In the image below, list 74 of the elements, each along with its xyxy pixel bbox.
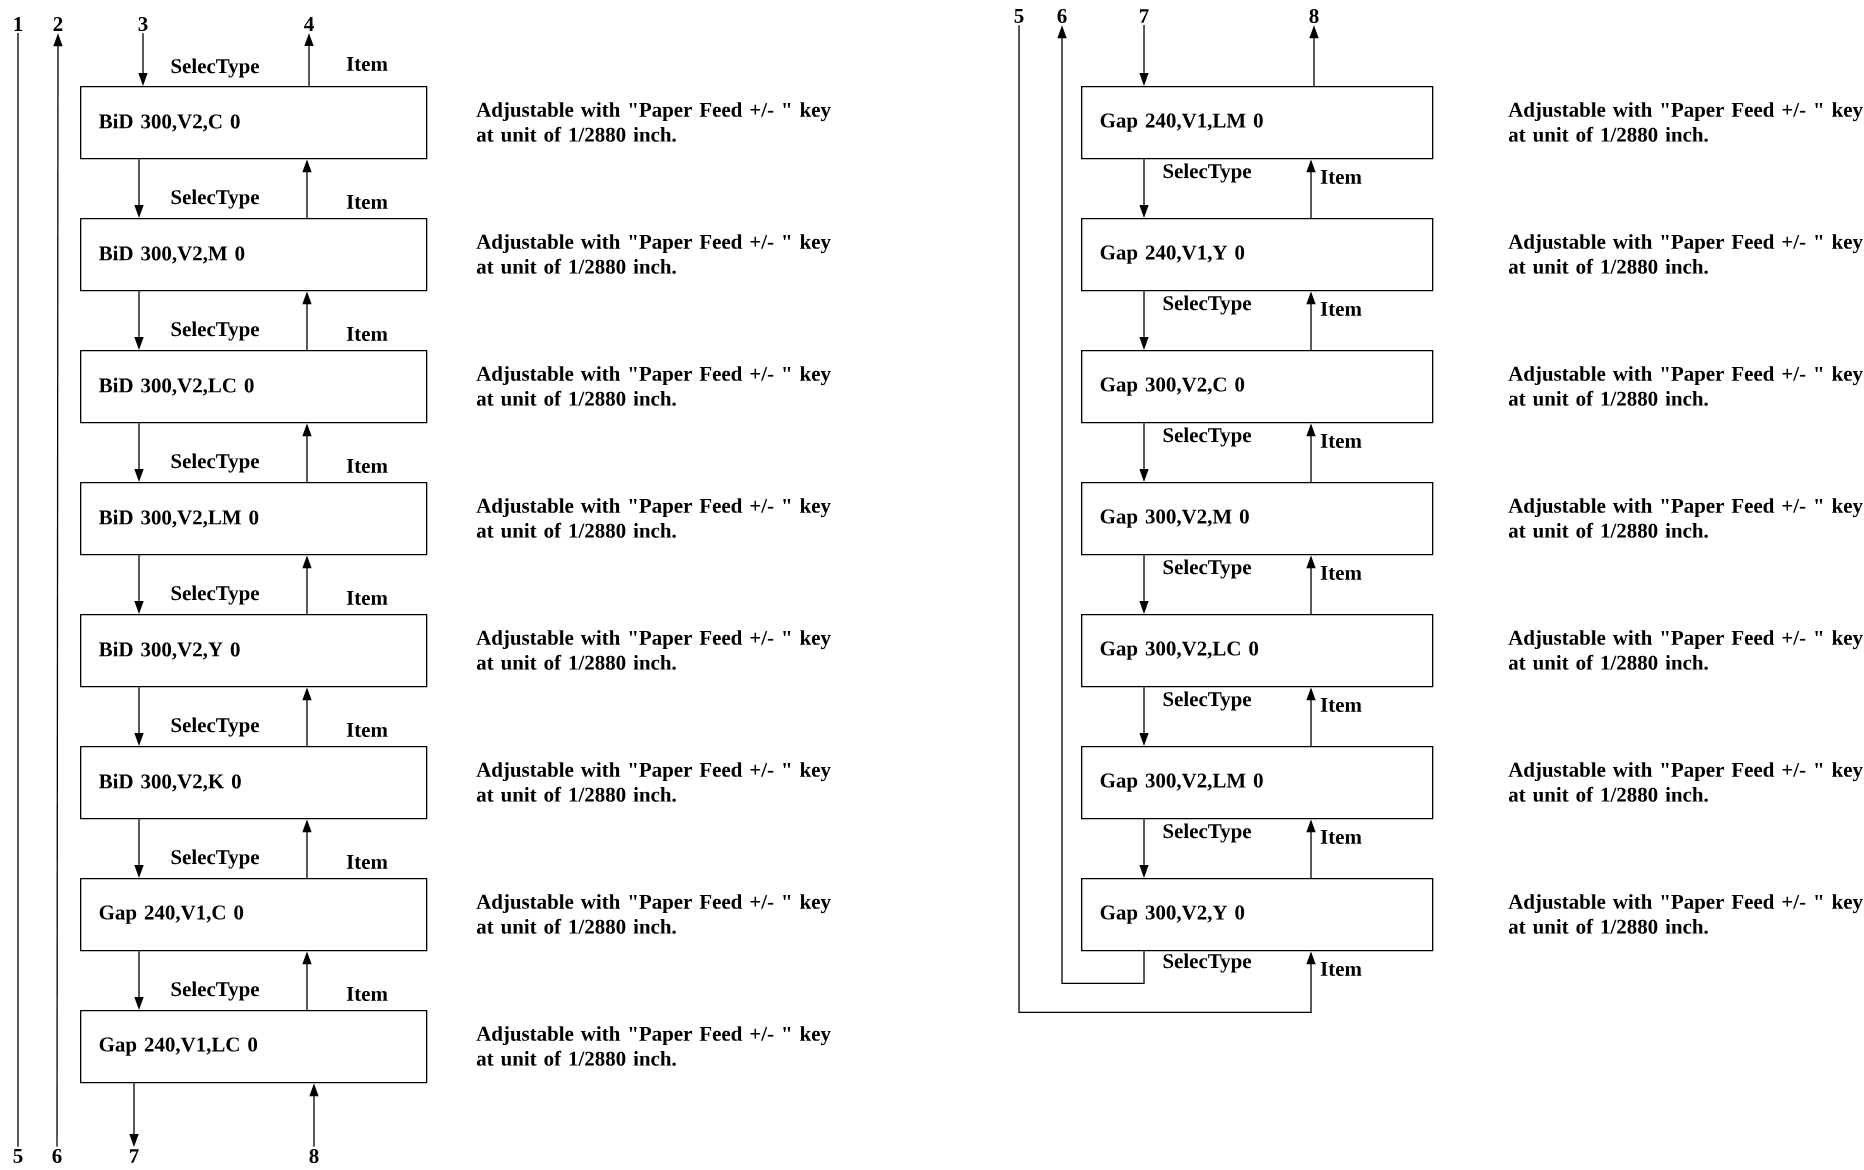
- connector-number: 6: [52, 1149, 62, 1164]
- connector-number: 7: [129, 1149, 139, 1163]
- setting-box: Gap 240,V1,LM 0: [1081, 86, 1434, 160]
- edge-label: Item: [345, 458, 389, 474]
- connector-number: 5: [1014, 9, 1024, 23]
- edge-label: SelecType: [1161, 690, 1253, 712]
- edge-label: Item: [1319, 565, 1363, 581]
- edge-label: SelecType: [169, 980, 261, 1002]
- edge-label: Item: [1319, 697, 1363, 713]
- setting-box: Gap 240,V1,C 0: [80, 878, 428, 952]
- setting-box: Gap 240,V1,LC 0: [80, 1010, 428, 1084]
- edge-label: SelecType: [1161, 952, 1253, 974]
- edge-label: Item: [1319, 169, 1363, 185]
- connector-number: 6: [1057, 8, 1067, 24]
- connector-number: 2: [53, 17, 63, 31]
- edge-label: SelecType: [169, 188, 261, 210]
- note-text: Adjustable with "Paper Feed +/- " key at unit of 1/2880 inch.: [1508, 366, 1863, 406]
- edge-label: Item: [345, 854, 389, 870]
- note-text: Adjustable with "Paper Feed +/- " key at unit of 1/2880 inch.: [1508, 762, 1863, 802]
- edge-label: Item: [1319, 829, 1363, 845]
- edge-label: SelecType: [169, 320, 261, 342]
- edge-label: SelecType: [1161, 822, 1253, 844]
- setting-box: BiD 300,V2,LM 0: [80, 482, 428, 556]
- edge-label: SelecType: [169, 57, 261, 79]
- edge-label: Item: [345, 56, 389, 72]
- setting-box: Gap 300,V2,LM 0: [1081, 746, 1434, 820]
- setting-box: BiD 300,V2,C 0: [80, 86, 428, 160]
- edge-label: SelecType: [169, 452, 261, 474]
- edge-label: SelecType: [1161, 294, 1253, 316]
- connector-number: 1: [14, 17, 23, 31]
- line: [17, 32, 19, 1148]
- edge-label: SelecType: [169, 848, 261, 870]
- edge-label: Item: [1319, 433, 1363, 449]
- setting-box: Gap 300,V2,M 0: [1081, 482, 1434, 556]
- note-text: Adjustable with "Paper Feed +/- " key at unit of 1/2880 inch.: [1508, 498, 1863, 538]
- setting-box: Gap 300,V2,C 0: [1081, 350, 1434, 424]
- note-text: Adjustable with "Paper Feed +/- " key at unit of 1/2880 inch.: [476, 630, 831, 670]
- note-text: Adjustable with "Paper Feed +/- " key at unit of 1/2880 inch.: [476, 762, 831, 802]
- edge-label: SelecType: [1161, 162, 1253, 184]
- connector-number: 8: [1309, 8, 1319, 24]
- note-text: Adjustable with "Paper Feed +/- " key at unit of 1/2880 inch.: [476, 366, 831, 406]
- setting-box: BiD 300,V2,LC 0: [80, 350, 428, 424]
- edge-label: Item: [345, 986, 389, 1002]
- note-text: Adjustable with "Paper Feed +/- " key at unit of 1/2880 inch.: [1508, 234, 1863, 274]
- edge-label: Item: [345, 326, 389, 342]
- note-text: Adjustable with "Paper Feed +/- " key at unit of 1/2880 inch.: [1508, 630, 1863, 670]
- edge-label: Item: [345, 590, 389, 606]
- edge-label: Item: [1319, 301, 1363, 317]
- edge-label: Item: [345, 194, 389, 210]
- note-text: Adjustable with "Paper Feed +/- " key at unit of 1/2880 inch.: [1508, 102, 1863, 142]
- connector-number: 4: [304, 17, 314, 31]
- note-text: Adjustable with "Paper Feed +/- " key at unit of 1/2880 inch.: [476, 234, 831, 274]
- edge-label: Item: [345, 722, 389, 738]
- connector-number: 8: [309, 1148, 319, 1164]
- connector-number: 7: [1139, 9, 1149, 23]
- connector-number: 3: [138, 16, 148, 32]
- edge-label: SelecType: [169, 584, 261, 606]
- note-text: Adjustable with "Paper Feed +/- " key at unit of 1/2880 inch.: [476, 1026, 831, 1066]
- setting-box: BiD 300,V2,Y 0: [80, 614, 428, 688]
- setting-box: Gap 300,V2,LC 0: [1081, 614, 1434, 688]
- note-text: Adjustable with "Paper Feed +/- " key at unit of 1/2880 inch.: [1508, 894, 1863, 934]
- edge-label: SelecType: [1161, 558, 1253, 580]
- edge-label: SelecType: [1161, 426, 1253, 448]
- edge-label: Item: [1319, 961, 1363, 977]
- edge-label: SelecType: [169, 716, 261, 738]
- note-text: Adjustable with "Paper Feed +/- " key at unit of 1/2880 inch.: [476, 102, 831, 142]
- setting-box: Gap 240,V1,Y 0: [1081, 218, 1434, 292]
- note-text: Adjustable with "Paper Feed +/- " key at unit of 1/2880 inch.: [476, 498, 831, 538]
- arrow: [1018, 24, 1316, 1013]
- setting-box: BiD 300,V2,K 0: [80, 746, 428, 820]
- note-text: Adjustable with "Paper Feed +/- " key at unit of 1/2880 inch.: [476, 894, 831, 934]
- setting-box: Gap 300,V2,Y 0: [1081, 878, 1434, 952]
- setting-box: BiD 300,V2,M 0: [80, 218, 428, 292]
- connector-number: 5: [13, 1149, 23, 1163]
